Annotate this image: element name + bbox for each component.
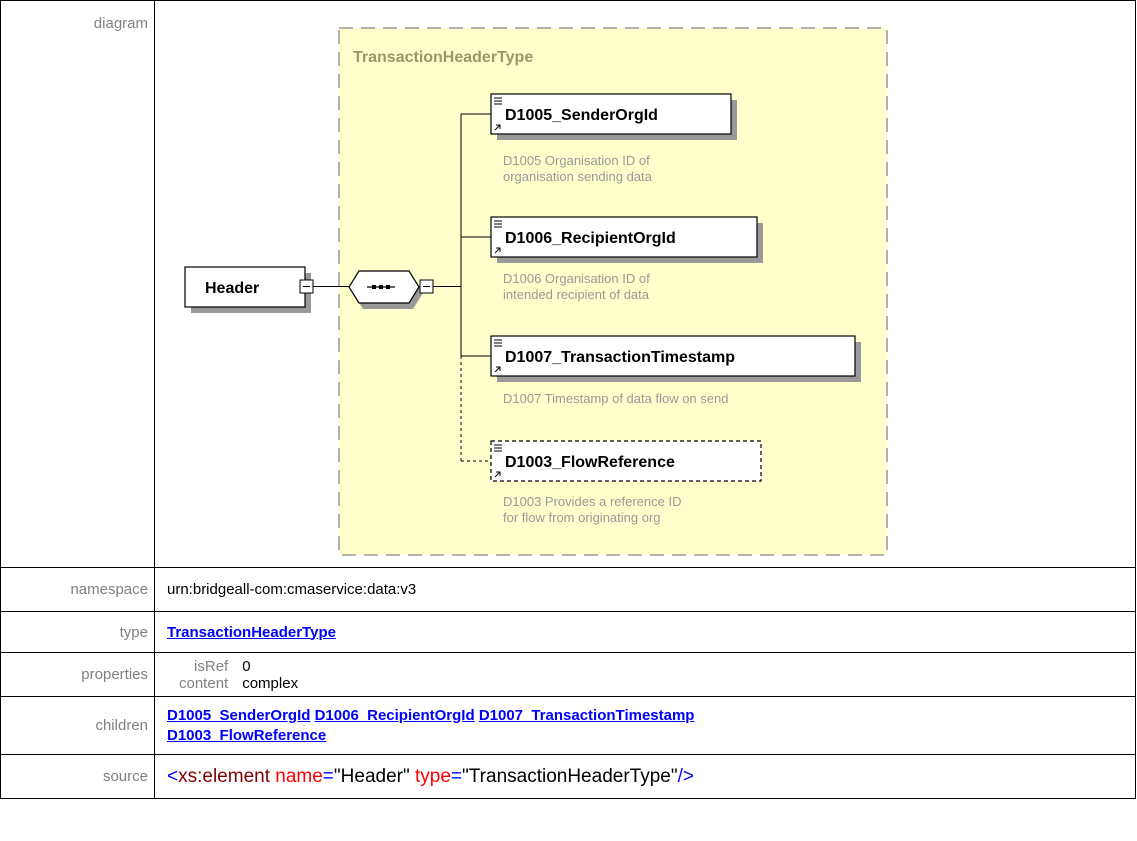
child-name: D1003_FlowReference: [505, 454, 675, 471]
children-value: D1005_SenderOrgId D1006_RecipientOrgId D…: [154, 696, 1136, 755]
source-attr: type: [415, 765, 451, 787]
namespace-row: namespace urn:bridgeall-com:cmaservice:d…: [0, 567, 1136, 612]
children-label-text: children: [95, 717, 148, 734]
child-name: D1005_SenderOrgId: [505, 107, 658, 124]
element-doc-icon: [494, 220, 502, 254]
source-label-text: source: [102, 768, 148, 785]
child-doc-line2: for flow from originating org: [503, 510, 661, 525]
source-tag: xs:element: [178, 765, 270, 787]
child-doc-line1: D1006 Organisation ID of: [503, 271, 650, 286]
type-row: type TransactionHeaderType: [0, 611, 1136, 653]
source-attr-value: "Header": [333, 765, 410, 787]
properties-row: properties isRef 0 content complex: [0, 652, 1136, 697]
child-element-d1003[interactable]: D1003_FlowReference: [490, 440, 762, 482]
source-label: source: [0, 754, 155, 799]
source-eq: =: [450, 765, 463, 787]
source-value: <xs:element name="Header" type="Transact…: [154, 754, 1136, 799]
child-element-d1006[interactable]: D1006_RecipientOrgId: [490, 216, 763, 263]
source-row: source <xs:element name="Header" type="T…: [0, 754, 1136, 799]
child-name: D1007_TransactionTimestamp: [505, 349, 735, 366]
property-value: 0: [242, 657, 251, 675]
property-key: isRef: [194, 657, 229, 675]
element-doc-icon: [494, 97, 502, 131]
property-value: complex: [242, 674, 299, 692]
child-link[interactable]: D1006_RecipientOrgId: [314, 706, 475, 724]
namespace-label-text: namespace: [70, 581, 148, 598]
diagram-label: diagram: [0, 0, 155, 568]
header-element-label: Header: [205, 280, 259, 297]
property-row: content complex: [179, 675, 298, 692]
type-label-text: type: [119, 623, 148, 641]
child-doc-line2: organisation sending data: [503, 169, 653, 184]
child-doc-line1: D1003 Provides a reference ID: [503, 494, 681, 509]
children-row: children D1005_SenderOrgId D1006_Recipie…: [0, 696, 1136, 755]
schema-diagram: TransactionHeaderType Header: [184, 27, 888, 556]
child-doc-line1: D1005 Organisation ID of: [503, 153, 650, 168]
type-value: TransactionHeaderType: [154, 611, 1136, 653]
child-element-d1007[interactable]: D1007_TransactionTimestamp: [490, 335, 861, 382]
child-link[interactable]: D1005_SenderOrgId: [167, 706, 311, 724]
child-name: D1006_RecipientOrgId: [505, 230, 676, 247]
element-doc-icon: [494, 339, 502, 373]
namespace-label: namespace: [0, 567, 155, 612]
property-row: isRef 0: [179, 658, 298, 675]
source-eq: =: [322, 765, 334, 787]
child-link[interactable]: D1003_FlowReference: [167, 726, 327, 744]
properties-table: isRef 0 content complex: [179, 658, 298, 692]
diagram-row: diagram TransactionHeaderType Header: [0, 0, 1136, 568]
children-label: children: [0, 696, 155, 755]
type-link[interactable]: TransactionHeaderType: [167, 623, 336, 641]
child-doc-line2: intended recipient of data: [503, 287, 650, 302]
child-element-d1005[interactable]: D1005_SenderOrgId: [490, 93, 737, 140]
child-doc-line1: D1007 Timestamp of data flow on send: [503, 391, 728, 406]
child-link[interactable]: D1007_TransactionTimestamp: [478, 706, 695, 724]
source-close: />: [677, 765, 694, 787]
property-key: content: [179, 674, 229, 692]
diagram-cell: TransactionHeaderType Header: [154, 0, 1136, 568]
source-open-bracket: <: [167, 765, 179, 787]
properties-label: properties: [0, 652, 155, 697]
element-doc-icon: [494, 444, 502, 478]
source-attr: name: [275, 765, 323, 787]
type-label: type: [0, 611, 155, 653]
documentation-table: diagram TransactionHeaderType Header: [0, 0, 1136, 799]
properties-value: isRef 0 content complex: [154, 652, 1136, 697]
source-attr-value: "TransactionHeaderType": [462, 765, 678, 787]
properties-label-text: properties: [81, 666, 148, 683]
namespace-value: urn:bridgeall-com:cmaservice:data:v3: [154, 567, 1136, 612]
container-title: TransactionHeaderType: [353, 49, 533, 66]
diagram-label-text: diagram: [93, 15, 148, 32]
